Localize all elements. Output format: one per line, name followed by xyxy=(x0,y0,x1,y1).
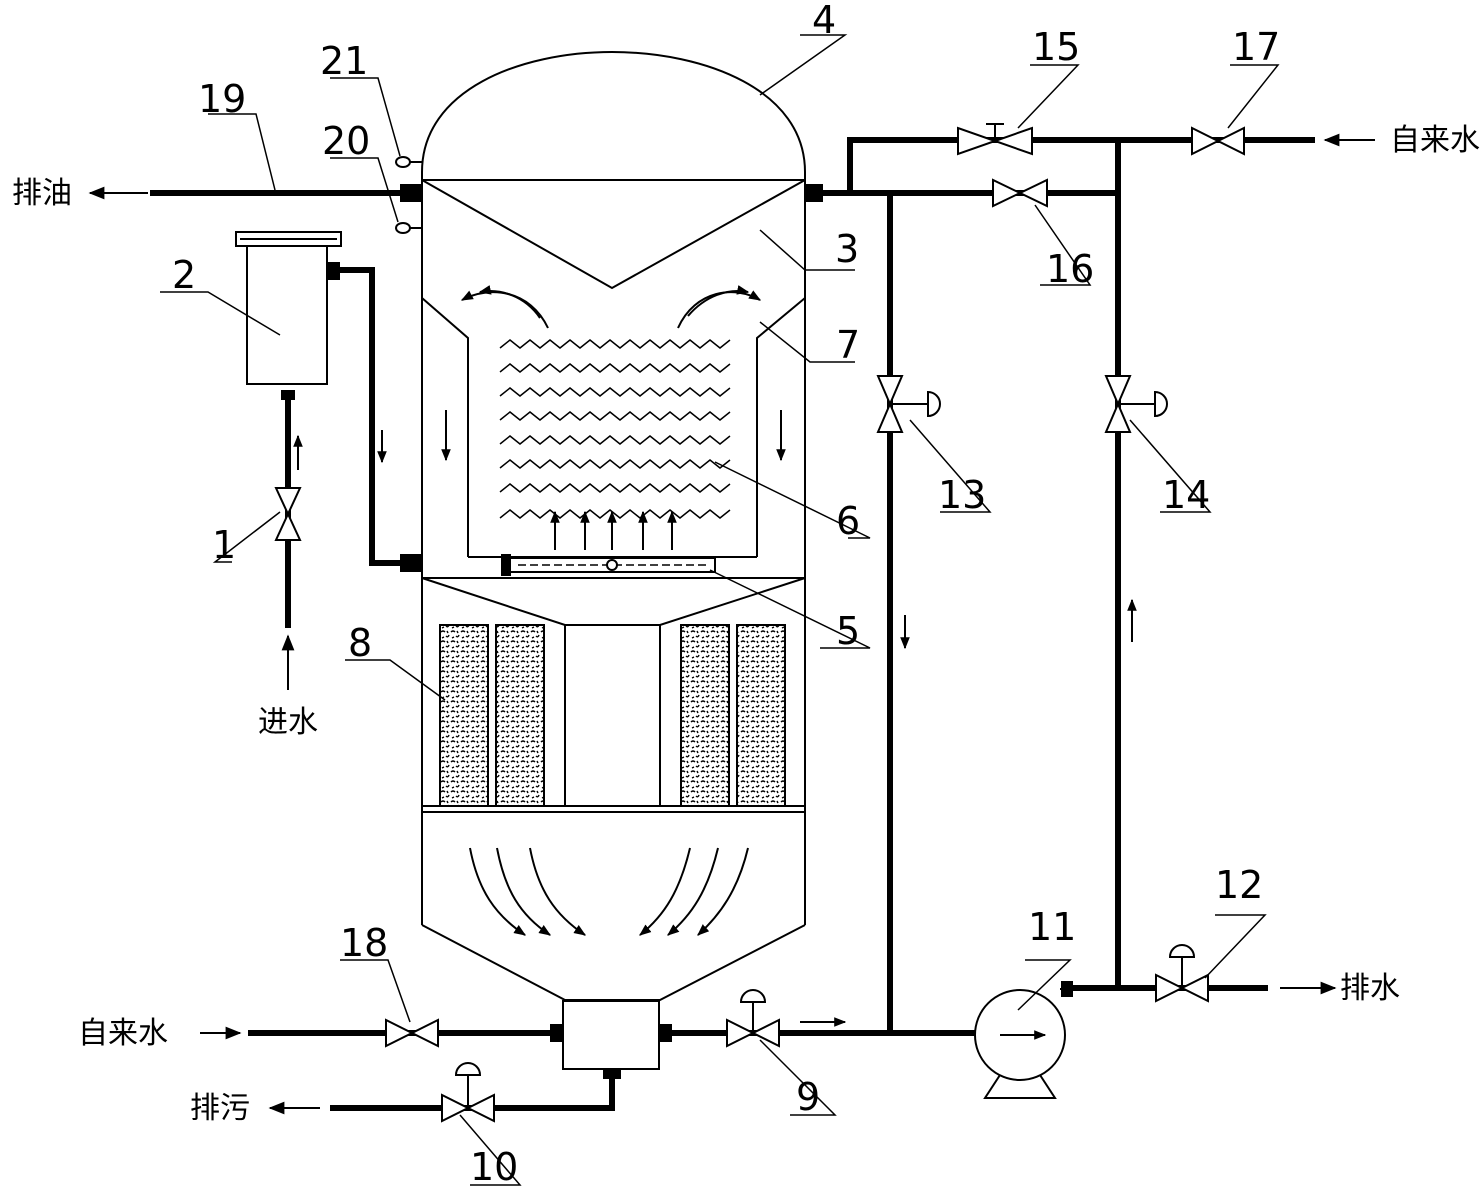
valve-14 xyxy=(1106,376,1130,404)
vessel-dome xyxy=(422,52,805,172)
tap-water-top-label: 自来水 xyxy=(1390,123,1480,158)
oil-out-label: 排油 xyxy=(12,176,72,211)
label-18: 18 xyxy=(340,921,388,965)
filter-media xyxy=(440,625,785,806)
label-9: 9 xyxy=(796,1075,820,1119)
oil-collector xyxy=(422,180,805,288)
gauge-20 xyxy=(396,223,410,233)
gauge-21 xyxy=(396,157,410,167)
pre-separator xyxy=(236,232,341,384)
vessel xyxy=(422,52,805,1000)
valve-18 xyxy=(386,1020,412,1046)
valve-1 xyxy=(276,488,300,514)
valve-17 xyxy=(1192,128,1218,154)
label-19: 19 xyxy=(198,77,246,121)
label-12: 12 xyxy=(1215,863,1263,907)
distributor-flow-arrows xyxy=(555,512,672,550)
valve-16 xyxy=(993,180,1020,206)
label-3: 3 xyxy=(835,227,859,271)
label-2: 2 xyxy=(172,253,196,297)
sump-box xyxy=(563,1001,659,1069)
nozzles xyxy=(281,184,823,1042)
water-in-label: 进水 xyxy=(258,705,318,740)
label-1: 1 xyxy=(212,523,236,567)
label-21: 21 xyxy=(320,39,368,83)
distributor xyxy=(502,555,715,575)
pump xyxy=(975,982,1072,1098)
label-6: 6 xyxy=(836,499,860,543)
valve-12 xyxy=(1156,975,1182,1001)
label-13: 13 xyxy=(938,473,986,517)
label-10: 10 xyxy=(470,1145,518,1189)
sump-outlet-flange xyxy=(603,1069,621,1079)
valve-9 xyxy=(727,1020,753,1046)
coalescing-plates xyxy=(500,340,730,518)
vessel-flow-arrows xyxy=(446,291,781,935)
valve-10 xyxy=(442,1095,468,1121)
label-14: 14 xyxy=(1162,473,1210,517)
leader-lines xyxy=(160,35,1278,1185)
label-5: 5 xyxy=(836,609,860,653)
sewage-label: 排污 xyxy=(190,1091,250,1126)
label-7: 7 xyxy=(836,323,860,367)
label-15: 15 xyxy=(1032,25,1080,69)
tap-water-bottom-label: 自来水 xyxy=(78,1016,168,1051)
valve-13 xyxy=(878,376,902,404)
label-20: 20 xyxy=(322,119,370,163)
label-17: 17 xyxy=(1232,25,1280,69)
label-11: 11 xyxy=(1028,905,1076,949)
drain-water-label: 排水 xyxy=(1340,971,1400,1006)
label-4: 4 xyxy=(812,0,836,42)
valve-15 xyxy=(958,128,995,154)
label-16: 16 xyxy=(1046,247,1094,291)
part-labels: 4 15 17 21 19 20 3 16 2 7 13 14 6 1 5 8 … xyxy=(172,0,1280,1189)
label-8: 8 xyxy=(348,621,372,665)
